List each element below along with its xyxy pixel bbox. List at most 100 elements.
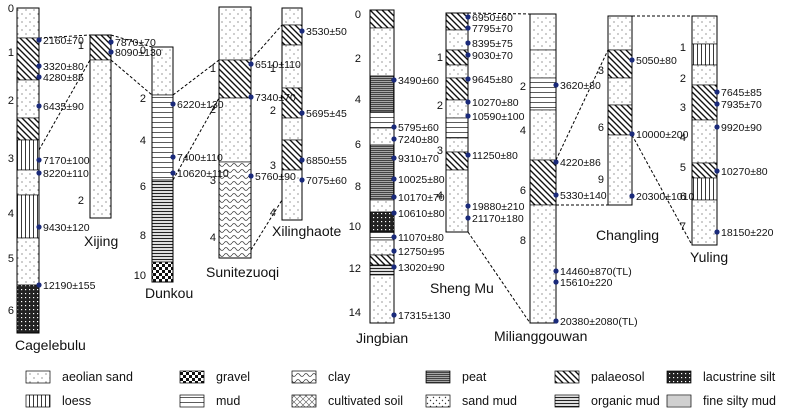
depth-tick-label: 4 — [270, 207, 276, 219]
legend-item-palaeosol: palaeosol — [554, 370, 645, 384]
radiocarbon-date-label: 18150±220 — [721, 227, 774, 239]
depth-tick-label: 3 — [8, 153, 14, 165]
depth-tick-label: 2 — [78, 195, 84, 207]
site-name-label: Milianggouwan — [494, 328, 587, 344]
radiocarbon-date-label: 5330±140 — [560, 190, 607, 202]
radiocarbon-date-label: 7400±110 — [177, 152, 223, 164]
correlation-line — [555, 49, 609, 161]
depth-tick-label: 3 — [680, 102, 686, 114]
layer-lacustrine-silt — [16, 284, 40, 334]
radiocarbon-date-label: 3490±60 — [398, 75, 439, 87]
radiocarbon-date-label: 10170±70 — [398, 192, 445, 204]
layer-aeolian-sand — [529, 49, 557, 79]
legend-label: fine silty mud — [703, 394, 776, 408]
legend-item-cultivated-soil: cultivated soil — [291, 394, 403, 408]
layer-palaeosol — [369, 9, 395, 29]
legend-label: mud — [216, 394, 240, 408]
date-marker — [629, 131, 635, 137]
correlation-line — [467, 12, 531, 15]
radiocarbon-date-label: 8395±75 — [472, 38, 513, 50]
column-outline — [529, 13, 557, 324]
date-marker — [36, 157, 42, 163]
date-marker — [465, 76, 471, 82]
layer-peat — [369, 75, 395, 113]
layer-palaeosol — [445, 49, 469, 66]
stratigraphic-column-sheng-mu — [445, 12, 469, 233]
layer-aeolian-sand — [607, 134, 633, 206]
layer-aeolian-sand — [281, 7, 303, 26]
radiocarbon-date-label: 11070±80 — [398, 232, 444, 244]
layer-loess — [16, 139, 40, 171]
date-marker — [465, 14, 471, 20]
date-marker — [714, 168, 720, 174]
depth-tick-label: 0 — [140, 45, 146, 57]
date-marker — [465, 152, 471, 158]
depth-tick-label: 2 — [210, 104, 216, 116]
correlation-line — [172, 97, 220, 181]
legend-swatch — [666, 370, 692, 384]
radiocarbon-date-label: 7870±70 — [115, 37, 156, 49]
layer-aeolian-sand — [691, 15, 718, 45]
layer-aeolian-sand — [691, 119, 718, 164]
layer-loess — [16, 194, 40, 239]
radiocarbon-date-label: 9920±90 — [721, 122, 762, 134]
legend-item-fine-silty-mud: fine silty mud — [666, 394, 776, 408]
radiocarbon-date-label: 9645±80 — [472, 74, 513, 86]
layer-gravel — [151, 261, 174, 283]
date-marker — [391, 210, 397, 216]
layer-aeolian-sand — [691, 199, 718, 246]
depth-tick-label: 2 — [355, 53, 361, 65]
correlation-line — [110, 34, 153, 48]
depth-tick-label: 4 — [210, 232, 216, 244]
legend-item-organic-mud: organic mud — [554, 394, 660, 408]
depth-tick-label: 12 — [349, 263, 361, 275]
radiocarbon-date-label: 7935±70 — [721, 99, 762, 111]
layer-aeolian-sand — [16, 169, 40, 196]
layer-palaeosol — [218, 59, 252, 99]
date-marker — [553, 82, 559, 88]
depth-tick-label: 4 — [520, 125, 526, 137]
depth-tick-label: 2 — [140, 93, 146, 105]
date-marker — [465, 113, 471, 119]
legend-item-sand-mud: sand mud — [425, 394, 517, 408]
layer-aeolian-sand — [281, 117, 303, 141]
correlation-line — [250, 24, 283, 61]
depth-tick-label: 8 — [140, 230, 146, 242]
date-marker — [629, 193, 635, 199]
legend-swatch — [554, 370, 580, 384]
layer-palaeosol — [607, 104, 633, 136]
layer-aeolian-sand — [607, 15, 633, 51]
layer-lacustrine-silt — [369, 211, 395, 233]
legend-item-gravel: gravel — [179, 370, 250, 384]
radiocarbon-date-label: 8220±110 — [43, 168, 89, 180]
layer-palaeosol — [369, 254, 395, 266]
depth-tick-label: 4 — [437, 190, 443, 202]
date-marker — [36, 224, 42, 230]
legend-swatch — [425, 394, 451, 408]
date-marker — [36, 170, 42, 176]
date-marker — [465, 215, 471, 221]
layer-palaeosol — [445, 77, 469, 101]
date-marker — [391, 312, 397, 318]
legend-item-mud: mud — [179, 394, 240, 408]
depth-tick-label: 3 — [437, 145, 443, 157]
layer-aeolian-sand — [691, 64, 718, 86]
date-marker — [465, 40, 471, 46]
legend-swatch — [554, 394, 580, 408]
depth-tick-label: 2 — [437, 100, 443, 112]
radiocarbon-date-label: 19880±210 — [472, 201, 525, 213]
layer-palaeosol — [16, 117, 40, 141]
layer-aeolian-sand — [445, 64, 469, 79]
site-name-label: Xilinghaote — [272, 223, 341, 239]
depth-tick-label: 2 — [8, 95, 14, 107]
legend-item-peat: peat — [425, 370, 487, 384]
legend-item-loess: loess — [25, 394, 91, 408]
radiocarbon-date-label: 12190±155 — [43, 280, 96, 292]
date-marker — [553, 279, 559, 285]
date-marker — [170, 101, 176, 107]
depth-tick-label: 5 — [680, 162, 686, 174]
layer-organic-mud — [151, 179, 174, 263]
stratigraphic-column-cagelebulu — [16, 7, 40, 334]
legend-swatch — [291, 370, 317, 384]
date-marker — [391, 136, 397, 142]
